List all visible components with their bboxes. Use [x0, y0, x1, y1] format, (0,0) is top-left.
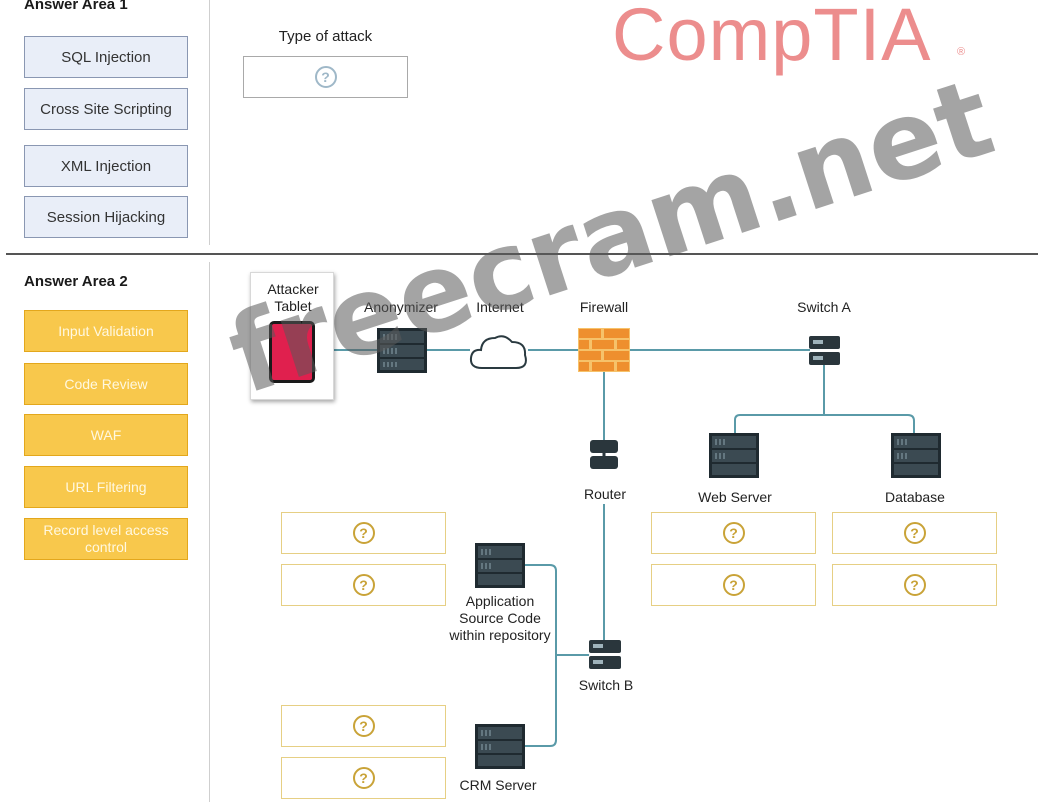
- cloud-icon: [469, 335, 527, 369]
- tile-code-review[interactable]: Code Review: [24, 363, 188, 405]
- question-icon: ?: [722, 522, 745, 544]
- link-switch-a-servers: [734, 414, 915, 433]
- crm-server-icon: [475, 724, 525, 769]
- type-of-attack-label: Type of attack: [278, 28, 373, 45]
- question-icon: ?: [352, 522, 375, 544]
- router-label: Router: [583, 486, 627, 502]
- drop-target-db-1[interactable]: ?: [832, 512, 997, 554]
- area-2-divider: [209, 262, 210, 802]
- tile-waf[interactable]: WAF: [24, 414, 188, 456]
- registered-mark: ®: [957, 46, 966, 58]
- tile-sql-injection[interactable]: SQL Injection: [24, 36, 188, 78]
- question-icon: ?: [352, 767, 375, 789]
- drop-target-web-1[interactable]: ?: [651, 512, 816, 554]
- attacker-tablet-label: Attacker Tablet: [267, 281, 319, 314]
- database-server-icon: [891, 433, 941, 478]
- question-icon: ?: [903, 522, 926, 544]
- web-server-icon: [709, 433, 759, 478]
- router-icon: [590, 440, 618, 469]
- attacker-tablet-card: Attacker Tablet: [250, 272, 334, 400]
- app-source-label: Application Source Code within repositor…: [440, 593, 560, 644]
- drop-target-db-2[interactable]: ?: [832, 564, 997, 606]
- answer-area-2-title: Answer Area 2: [24, 273, 128, 290]
- app-source-label-line-3: within repository: [449, 627, 551, 643]
- question-icon: ?: [352, 574, 375, 596]
- answer-area-1-title: Answer Area 1: [24, 0, 128, 13]
- crm-server-label: CRM Server: [459, 777, 537, 793]
- switch-b-icon: [589, 640, 621, 669]
- tile-input-validation[interactable]: Input Validation: [24, 310, 188, 352]
- firewall-icon: [578, 328, 630, 372]
- area-1-divider: [209, 0, 210, 245]
- tile-session-hijacking[interactable]: Session Hijacking: [24, 196, 188, 238]
- drop-target-crm-2[interactable]: ?: [281, 757, 446, 799]
- type-of-attack-drop-target[interactable]: ?: [243, 56, 408, 98]
- section-divider: [6, 253, 1038, 255]
- tile-cross-site-scripting[interactable]: Cross Site Scripting: [24, 88, 188, 130]
- drop-target-web-2[interactable]: ?: [651, 564, 816, 606]
- internet-label: Internet: [476, 299, 524, 315]
- switch-a-label: Switch A: [797, 299, 851, 315]
- question-icon: ?: [314, 66, 337, 88]
- drop-target-crm-1[interactable]: ?: [281, 705, 446, 747]
- drop-target-app-1[interactable]: ?: [281, 512, 446, 554]
- tile-url-filtering[interactable]: URL Filtering: [24, 466, 188, 508]
- switch-a-icon: [809, 336, 840, 365]
- question-icon: ?: [352, 715, 375, 737]
- anonymizer-label: Anonymizer: [364, 299, 438, 315]
- tile-xml-injection[interactable]: XML Injection: [24, 145, 188, 187]
- app-source-label-line-1: Application: [465, 593, 535, 609]
- tile-record-level-access-control[interactable]: Record level access control: [24, 518, 188, 560]
- drop-target-app-2[interactable]: ?: [281, 564, 446, 606]
- database-label: Database: [885, 489, 945, 505]
- firewall-label: Firewall: [579, 299, 629, 315]
- web-server-label: Web Server: [698, 489, 772, 505]
- anonymizer-server-icon: [377, 328, 427, 373]
- question-icon: ?: [903, 574, 926, 596]
- tablet-icon: [269, 321, 315, 383]
- question-icon: ?: [722, 574, 745, 596]
- comptia-logo: CompTIA: [612, 0, 932, 76]
- app-source-server-icon: [475, 543, 525, 588]
- switch-b-label: Switch B: [578, 677, 634, 693]
- app-source-label-line-2: Source Code: [459, 610, 541, 626]
